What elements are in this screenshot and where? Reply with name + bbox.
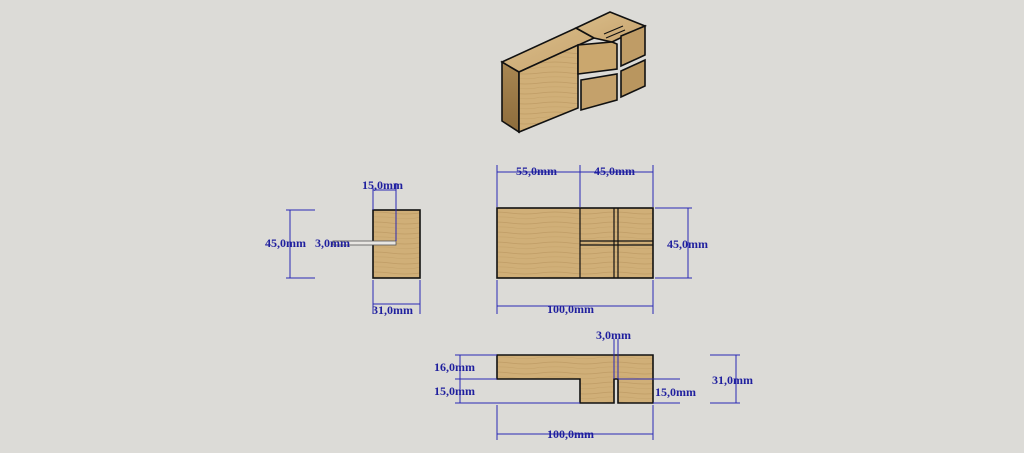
bottom-dim-right-inner: 15,0mm [655,385,696,399]
iso-block-upper-right [620,24,646,68]
isometric-view [500,11,647,134]
iso-block-lower-right [620,58,646,99]
bottom-dim-slot: 3,0mm [596,328,631,342]
bottom-dim-left-top: 16,0mm [434,360,475,374]
front-view-block [496,207,654,279]
front-view: 55,0mm 45,0mm 45,0mm 100,0mm [496,164,708,316]
iso-block-upper-left [577,41,618,75]
bottom-dim-length: 100,0mm [547,427,594,441]
side-view: 15,0mm 45,0mm 3,0mm 31,0mm [265,178,421,317]
iso-block-lower-left [580,73,618,112]
bottom-dim-right: 31,0mm [712,373,753,387]
iso-end-face [501,60,520,134]
front-dim-top-right: 45,0mm [594,164,635,178]
bottom-view: 3,0mm 16,0mm 15,0mm 15,0mm 31,0mm 100,0m… [434,328,753,441]
bottom-dim-left-bottom: 15,0mm [434,384,475,398]
iso-front-face [518,43,579,134]
front-dim-right: 45,0mm [667,237,708,251]
side-dim-bottom: 31,0mm [372,303,413,317]
side-dim-slot: 3,0mm [315,236,350,250]
front-dim-bottom: 100,0mm [547,302,594,316]
side-slot [332,240,397,246]
side-dim-left: 45,0mm [265,236,306,250]
front-dim-top-left: 55,0mm [516,164,557,178]
side-dim-top: 15,0mm [362,178,403,192]
